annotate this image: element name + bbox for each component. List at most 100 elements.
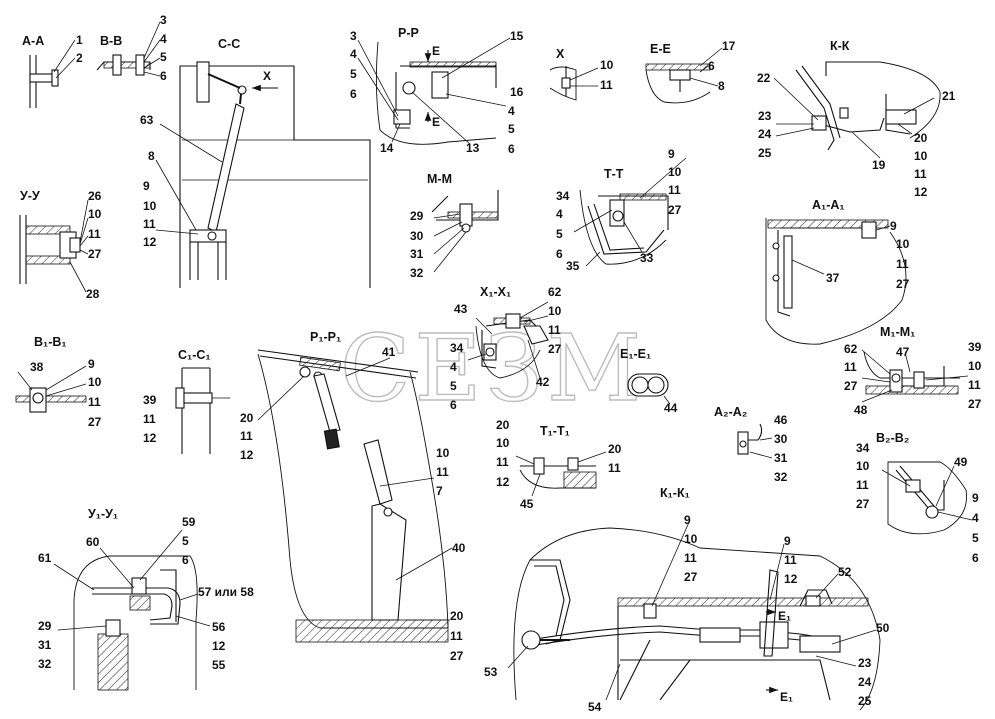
callout: Е₁ [778,609,791,623]
view-BB: В-В 3 4 5 6 [96,13,167,83]
callout: 26 [88,189,102,203]
callout: 10 [88,375,102,389]
callout: 57 или 58 [198,585,254,599]
callout: 10 [548,304,562,318]
callout: 9 [143,179,150,193]
callout: 6 [972,551,979,565]
view-title: А₂-А₂ [714,405,747,419]
view-title: У₁-У₁ [88,507,118,521]
callout: 27 [668,203,682,217]
callout: 24 [858,675,872,689]
view-EE: Е-Е 17 6 8 [645,39,736,104]
callout: 5 [350,67,357,81]
callout: X [263,69,271,83]
callout: 27 [896,277,910,291]
callout: 12 [240,448,254,462]
view-title: Р-Р [398,26,419,40]
callout: 39 [143,393,157,407]
callout: 28 [86,287,100,301]
callout: 27 [968,397,982,411]
callout: 12 [784,572,798,586]
view-title: А-А [22,34,44,48]
callout: 6 [708,59,715,73]
view-title: В₁-В₁ [34,335,67,349]
callout: 27 [88,247,102,261]
view-title: В₂-В₂ [876,431,909,445]
callout: 20 [608,442,622,456]
callout: 56 [212,620,226,634]
callout: 14 [380,141,394,155]
callout: 8 [148,149,155,163]
callout: 27 [548,342,562,356]
callout: 6 [182,553,189,567]
callout: 11 [914,167,927,181]
callout: 27 [88,415,102,429]
callout: 19 [872,158,886,172]
callout: 1 [76,33,83,47]
callout: 9 [88,357,95,371]
callout: 20 [240,411,254,425]
view-P1P1: Р₁-Р₁ 41 20 11 12 10 11 7 40 20 11 27 [240,330,466,663]
callout: 20 [914,131,928,145]
callout: 63 [140,113,154,127]
callout: 6 [350,87,357,101]
callout: 11 [143,217,156,231]
callout: 23 [858,656,872,670]
callout: 9 [972,491,979,505]
callout: 11 [450,629,463,643]
view-X: Х 10 11 [549,47,614,101]
callout: 16 [510,85,524,99]
callout: 5 [160,50,167,64]
callout: 6 [450,398,457,412]
view-title: Е₁-Е₁ [620,347,651,361]
callout: 3 [350,29,357,43]
callout: 5 [972,531,979,545]
view-title: М₁-М₁ [880,325,915,339]
callout: 25 [758,146,772,160]
callout: 59 [182,515,196,529]
callout: 6 [160,69,167,83]
view-title: Т₁-Т₁ [540,424,570,438]
callout: 43 [454,302,468,316]
callout: 55 [212,658,226,672]
callout: 11 [856,478,869,492]
view-X1X1: Х₁-Х₁ 43 62 10 11 27 34 4 5 6 42 [450,285,562,412]
callout: 50 [876,621,890,635]
callout: 34 [556,189,570,203]
callout: 52 [838,565,852,579]
view-title: М-М [427,172,452,186]
view-Y1Y1: У₁-У₁ 59 5 6 60 61 57 или 58 29 31 32 56… [38,507,254,691]
view-TT: Т-Т 9 10 11 27 34 4 5 6 35 33 [556,147,687,273]
callout: E [432,44,440,58]
view-title: К-К [830,39,850,53]
callout: 5 [182,534,189,548]
callout: 39 [968,340,982,354]
callout: 9 [890,219,897,233]
callout: 12 [914,185,928,199]
view-title: У-У [20,189,40,203]
callout: 11 [784,553,797,567]
callout: 12 [143,235,157,249]
callout: 4 [972,511,979,525]
callout: 53 [484,665,498,679]
callout: 27 [450,649,464,663]
callout: 12 [143,431,157,445]
callout: 34 [856,441,870,455]
callout: 31 [38,638,52,652]
callout: 2 [76,51,83,65]
callout: 21 [942,89,956,103]
callout: 38 [30,360,44,374]
callout: 10 [496,436,510,450]
callout: 6 [508,142,515,156]
callout: 11 [88,395,101,409]
callout: 4 [160,32,167,46]
callout: 48 [854,403,868,417]
callout: 11 [240,429,253,443]
view-title: С-С [218,37,240,51]
callout: 10 [968,359,982,373]
view-title: А₁-А₁ [812,198,845,212]
callout: 35 [566,259,580,273]
callout: 5 [508,122,515,136]
callout: 10 [143,199,157,213]
